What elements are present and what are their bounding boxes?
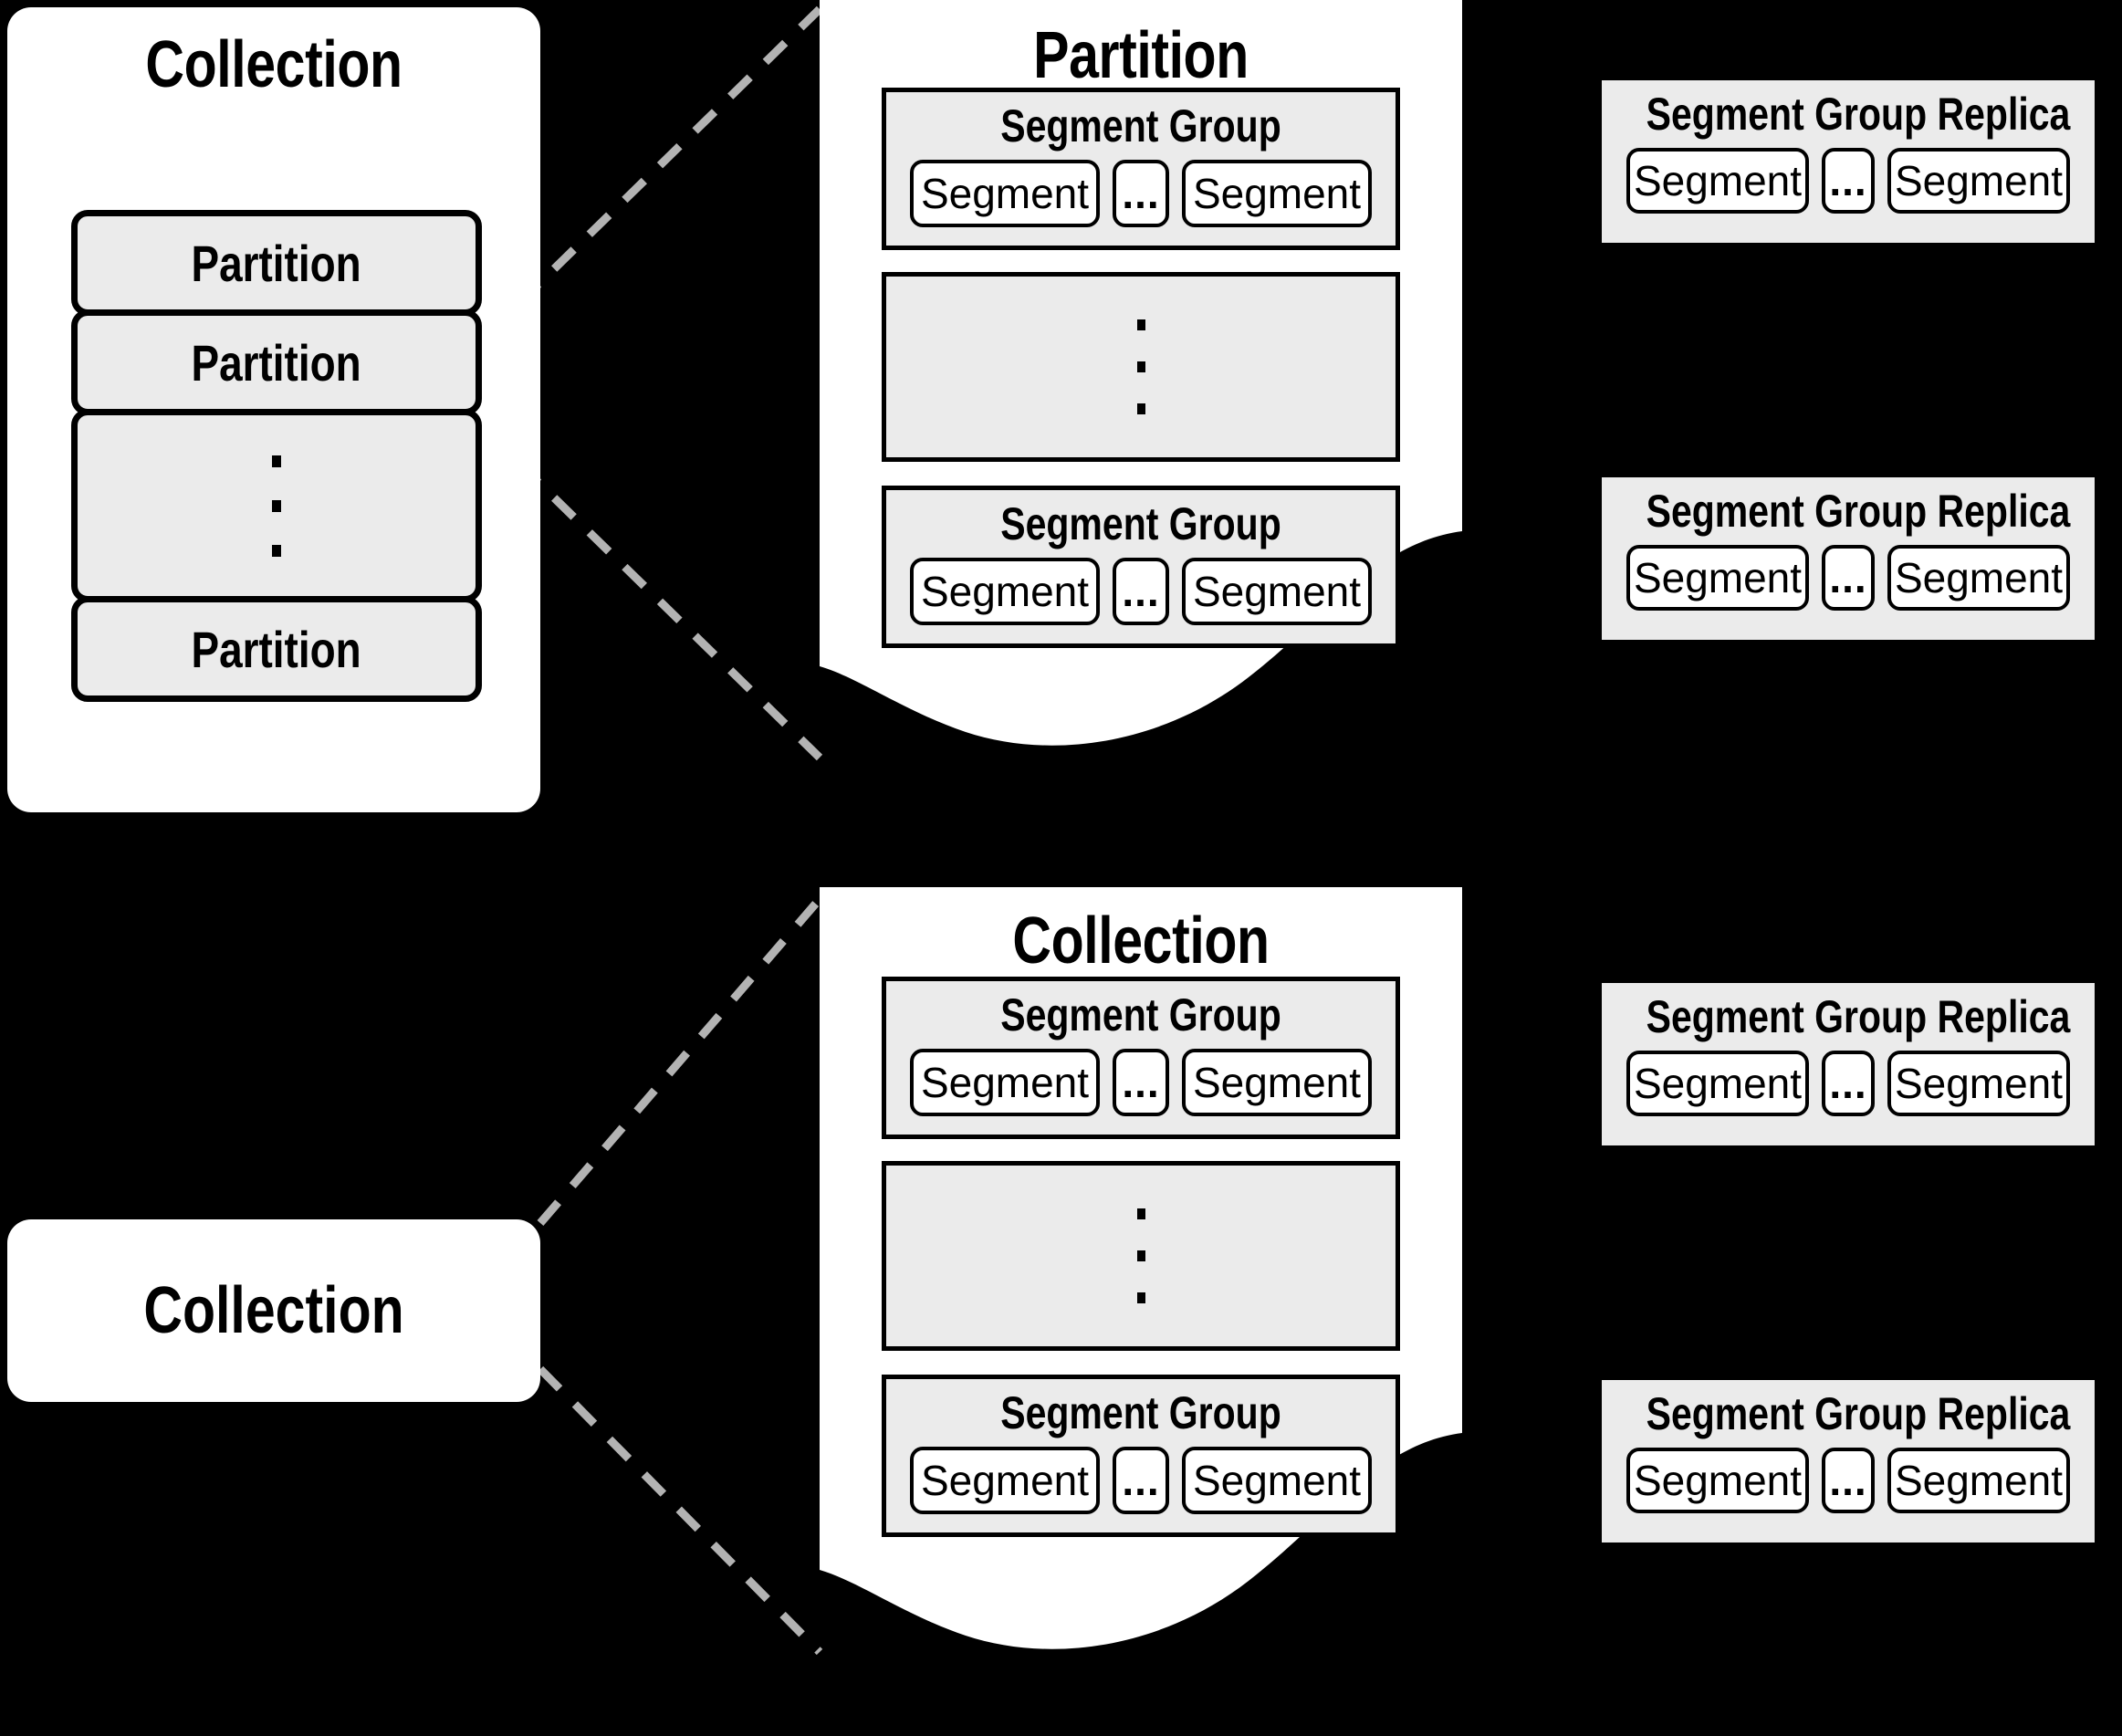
segment-group-replica-title: Segment Group Replica <box>1646 1388 2071 1439</box>
segment-ellipsis-chip: ... <box>1113 558 1169 625</box>
segment-row: Segment ... Segment <box>1602 1448 2095 1513</box>
segment-ellipsis-chip: ... <box>1822 545 1875 611</box>
segment-ellipsis-label: ... <box>1122 1059 1160 1106</box>
segment-chip[interactable]: Segment <box>1182 160 1372 227</box>
segment-chip[interactable]: Segment <box>1887 1448 2070 1513</box>
segment-ellipsis-label: ... <box>1829 1060 1867 1107</box>
segment-ellipsis-chip: ... <box>1113 160 1169 227</box>
partition-ellipsis <box>71 409 482 602</box>
segment-chip-label: Segment <box>920 170 1090 217</box>
segment-ellipsis-label: ... <box>1122 568 1160 615</box>
segment-group-replica[interactable]: Segment Group Replica Segment ... Segmen… <box>1602 1380 2095 1543</box>
segment-ellipsis-chip: ... <box>1113 1049 1169 1116</box>
partition-panel-title: Partition <box>1033 19 1249 92</box>
connector-collection-top <box>537 896 823 1226</box>
segment-ellipsis-chip: ... <box>1822 1448 1875 1513</box>
collection-panel-bottom: Collection Segment Group Segment ... Seg… <box>820 887 1462 1736</box>
segment-chip[interactable]: Segment <box>910 160 1100 227</box>
segment-chip[interactable]: Segment <box>1626 1448 1809 1513</box>
segment-chip-label: Segment <box>1633 1060 1803 1107</box>
segment-ellipsis-label: ... <box>1829 554 1867 601</box>
segment-row: Segment ... Segment <box>886 1447 1396 1514</box>
segment-chip-label: Segment <box>1192 170 1362 217</box>
segment-chip[interactable]: Segment <box>1626 148 1809 214</box>
segment-group-replica-title: Segment Group Replica <box>1646 991 2071 1042</box>
segment-group[interactable]: Segment Group Segment ... Segment <box>882 486 1400 648</box>
segment-chip[interactable]: Segment <box>1887 545 2070 611</box>
segment-chip[interactable]: Segment <box>910 1049 1100 1116</box>
segment-ellipsis-label: ... <box>1122 170 1160 217</box>
segment-chip-label: Segment <box>1633 1457 1803 1504</box>
segment-row: Segment ... Segment <box>886 1049 1396 1116</box>
collection-chip-bottom[interactable]: Collection <box>7 1219 540 1402</box>
collection-panel-bottom-title: Collection <box>1012 905 1270 978</box>
segment-group-title: Segment Group <box>1000 100 1281 152</box>
segment-chip-label: Segment <box>920 1457 1090 1504</box>
partition-item[interactable]: Partition <box>71 210 482 316</box>
segment-group-replica-title: Segment Group Replica <box>1646 486 2071 537</box>
segment-chip-label: Segment <box>1192 1457 1362 1504</box>
collection-chip-label: Collection <box>143 1274 404 1347</box>
partition-item-label: Partition <box>191 620 362 678</box>
segment-group[interactable]: Segment Group Segment ... Segment <box>882 1375 1400 1537</box>
segment-chip[interactable]: Segment <box>1182 558 1372 625</box>
segment-chip-label: Segment <box>1894 157 2064 204</box>
segment-chip-label: Segment <box>1894 1457 2064 1504</box>
segment-chip-label: Segment <box>1192 568 1362 615</box>
segment-chip[interactable]: Segment <box>1182 1447 1372 1514</box>
segment-chip[interactable]: Segment <box>1182 1049 1372 1116</box>
segment-chip[interactable]: Segment <box>910 1447 1100 1514</box>
segment-chip[interactable]: Segment <box>1887 148 2070 214</box>
segment-ellipsis-chip: ... <box>1822 148 1875 214</box>
connector-collection-bottom <box>537 1365 823 1656</box>
segment-ellipsis-label: ... <box>1829 157 1867 204</box>
partition-item[interactable]: Partition <box>71 309 482 415</box>
segment-ellipsis-chip: ... <box>1113 1447 1169 1514</box>
segment-chip-label: Segment <box>920 1059 1090 1106</box>
segment-group-ellipsis <box>882 272 1400 462</box>
segment-group-replica-title: Segment Group Replica <box>1646 89 2071 140</box>
segment-group-title: Segment Group <box>1000 498 1281 549</box>
segment-chip-label: Segment <box>1894 1060 2064 1107</box>
segment-row: Segment ... Segment <box>886 558 1396 625</box>
segment-row: Segment ... Segment <box>1602 1051 2095 1116</box>
partition-item[interactable]: Partition <box>71 596 482 702</box>
segment-ellipsis-chip: ... <box>1822 1051 1875 1116</box>
segment-chip-label: Segment <box>1633 554 1803 601</box>
segment-chip[interactable]: Segment <box>1626 545 1809 611</box>
collection-panel-top-title: Collection <box>145 28 402 101</box>
segment-chip-label: Segment <box>1894 554 2064 601</box>
segment-group-replica[interactable]: Segment Group Replica Segment ... Segmen… <box>1602 80 2095 243</box>
segment-row: Segment ... Segment <box>1602 148 2095 214</box>
segment-row: Segment ... Segment <box>886 160 1396 227</box>
partition-panel-content: Partition Segment Group Segment ... Segm… <box>820 0 1462 821</box>
segment-group[interactable]: Segment Group Segment ... Segment <box>882 88 1400 250</box>
segment-group-title: Segment Group <box>1000 1387 1281 1438</box>
collection-panel-bottom-content: Collection Segment Group Segment ... Seg… <box>820 887 1462 1736</box>
segment-group-replica[interactable]: Segment Group Replica Segment ... Segmen… <box>1602 477 2095 640</box>
segment-chip-label: Segment <box>920 568 1090 615</box>
segment-ellipsis-label: ... <box>1122 1457 1160 1504</box>
segment-ellipsis-label: ... <box>1829 1457 1867 1504</box>
partition-panel: Partition Segment Group Segment ... Segm… <box>820 0 1462 821</box>
segment-chip[interactable]: Segment <box>1626 1051 1809 1116</box>
segment-group[interactable]: Segment Group Segment ... Segment <box>882 977 1400 1139</box>
segment-row: Segment ... Segment <box>1602 545 2095 611</box>
segment-group-ellipsis <box>882 1161 1400 1351</box>
partition-item-label: Partition <box>191 333 362 392</box>
segment-group-title: Segment Group <box>1000 989 1281 1041</box>
segment-chip[interactable]: Segment <box>910 558 1100 625</box>
partition-item-label: Partition <box>191 234 362 292</box>
segment-chip-label: Segment <box>1192 1059 1362 1106</box>
segment-chip[interactable]: Segment <box>1887 1051 2070 1116</box>
segment-chip-label: Segment <box>1633 157 1803 204</box>
segment-group-replica[interactable]: Segment Group Replica Segment ... Segmen… <box>1602 983 2095 1145</box>
collection-panel-top: Collection Partition Partition Partition <box>7 7 540 812</box>
partition-stack: Partition Partition Partition <box>71 210 482 702</box>
